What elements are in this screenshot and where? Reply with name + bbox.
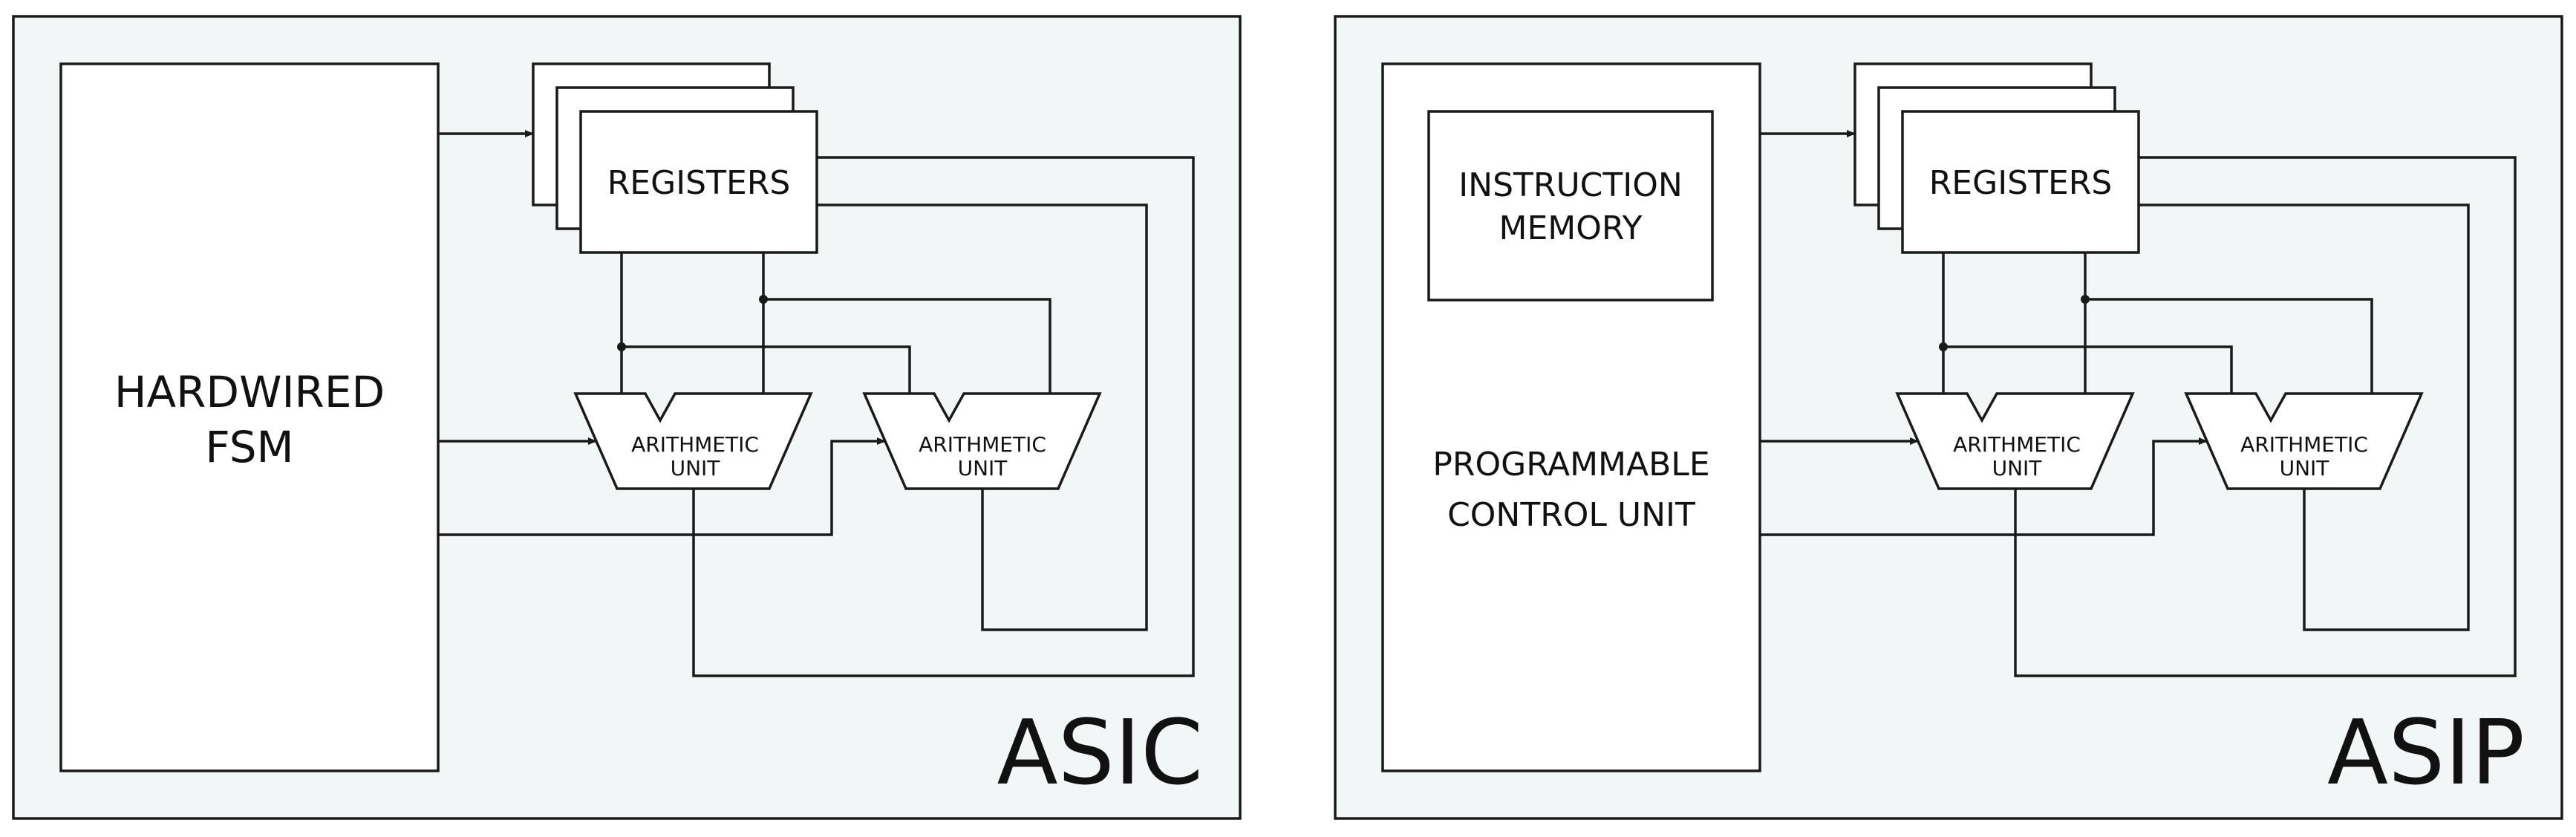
asip-alu-2-label-line1: ARITHMETIC <box>2240 432 2368 457</box>
asic-junction-a <box>617 342 626 351</box>
asip-wire-alu1-feedback <box>2014 156 2517 677</box>
asic-arithmetic-unit-2: ARITHMETIC UNIT <box>862 392 1102 490</box>
asip-instruction-memory-label-line1: INSTRUCTION <box>1458 166 1683 204</box>
asic-control-box <box>59 62 440 772</box>
asic-wires <box>438 130 1195 677</box>
asip-register-stack: REGISTERS <box>1853 62 2140 254</box>
asip-instruction-memory: INSTRUCTION MEMORY <box>1427 110 1714 302</box>
asic-control-label-line1: HARDWIRED <box>114 367 385 417</box>
asic-wire-reg-b-to-alu2 <box>763 298 1051 394</box>
asic-registers-label: REGISTERS <box>607 164 791 202</box>
asip-wires <box>1760 130 2517 677</box>
asip-panel: PROGRAMMABLE CONTROL UNIT INSTRUCTION ME… <box>1334 15 2563 820</box>
asic-wire-alu2-feedback <box>817 203 1148 631</box>
asip-instruction-memory-label-line2: MEMORY <box>1499 209 1643 247</box>
asic-register-stack: REGISTERS <box>532 62 818 254</box>
asic-wire-alu1-feedback <box>692 156 1195 677</box>
asip-control-label-line1: PROGRAMMABLE <box>1432 446 1709 483</box>
asic-alu-1-shape <box>573 392 813 490</box>
asic-control-label-line2: FSM <box>205 422 293 472</box>
asic-alu-1-label-line2: UNIT <box>671 456 721 481</box>
asip-instruction-memory-box <box>1427 110 1714 302</box>
asic-panel: HARDWIRED FSM REGISTERS ARITHMETIC UNIT … <box>12 15 1242 820</box>
asip-alu-1-label-line1: ARITHMETIC <box>1953 432 2081 457</box>
asip-alu-1-shape <box>1895 392 2135 490</box>
asic-alu-1-label-line1: ARITHMETIC <box>631 432 759 457</box>
asic-alu-2-label-line1: ARITHMETIC <box>919 432 1046 457</box>
asip-register-front <box>1901 110 2140 254</box>
asic-wire-control-to-alu2 <box>438 437 886 536</box>
asic-arithmetic-unit-1: ARITHMETIC UNIT <box>573 392 813 490</box>
asip-junction-b <box>2081 295 2090 304</box>
asic-alu-2-shape <box>862 392 1102 490</box>
asip-alu-2-label-line2: UNIT <box>2280 456 2330 481</box>
asip-wire-control-to-alu2 <box>1760 437 2208 536</box>
asip-panel-title: ASIP <box>2327 702 2525 805</box>
asip-arithmetic-unit-1: ARITHMETIC UNIT <box>1895 392 2135 490</box>
asip-wire-reg-b-to-alu2 <box>2085 298 2373 394</box>
asip-junction-a <box>1939 342 1948 351</box>
asip-alu-1-label-line2: UNIT <box>1992 456 2043 481</box>
asip-wire-reg-a-to-alu2 <box>1943 345 2233 394</box>
asip-control-label-line2: CONTROL UNIT <box>1447 496 1695 534</box>
asic-wire-reg-a-to-alu2 <box>622 345 911 394</box>
asic-register-front <box>579 110 818 254</box>
asip-registers-label: REGISTERS <box>1929 164 2113 202</box>
asip-wire-alu2-feedback <box>2139 203 2470 631</box>
asip-arithmetic-unit-2: ARITHMETIC UNIT <box>2184 392 2424 490</box>
asic-panel-title: ASIC <box>997 702 1203 805</box>
asip-alu-2-shape <box>2184 392 2424 490</box>
asic-alu-2-label-line2: UNIT <box>958 456 1008 481</box>
asic-control-block: HARDWIRED FSM <box>59 62 440 772</box>
asic-junction-b <box>759 295 768 304</box>
